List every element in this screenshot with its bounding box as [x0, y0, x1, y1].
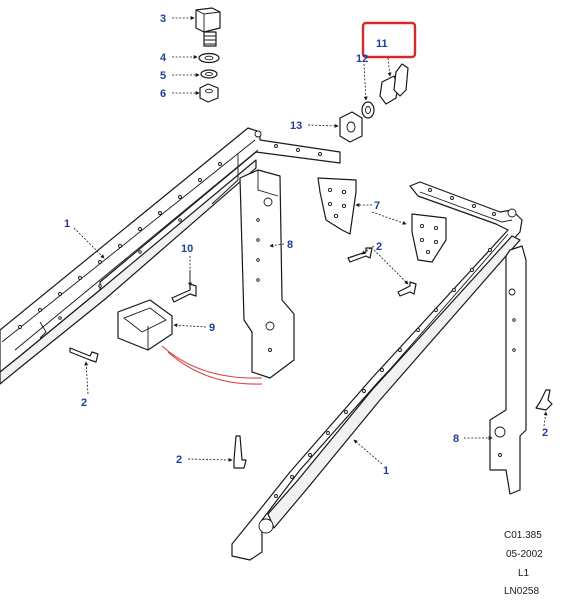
callout-8-right: 8 — [453, 433, 459, 445]
callout-11: 11 — [376, 38, 388, 50]
drawing-ref: C01.385 — [504, 530, 542, 541]
callout-4: 4 — [160, 52, 167, 64]
latch-assembly — [339, 63, 409, 143]
stud-bolt — [171, 283, 197, 303]
right-upright-bracket — [489, 245, 527, 495]
mounting-block — [117, 299, 263, 385]
callout-2-left: 2 — [81, 397, 87, 409]
drawing-reference: C01.385 05-2002 L1 LN0258 — [504, 530, 543, 597]
callout-2-right: 2 — [542, 427, 548, 439]
leader-lines — [73, 16, 548, 465]
left-upright-bracket — [239, 169, 295, 379]
drawing-code: LN0258 — [504, 586, 539, 597]
callout-8-left: 8 — [287, 239, 293, 251]
callout-5: 5 — [160, 70, 166, 82]
rivet-fasteners — [69, 247, 553, 469]
callout-10: 10 — [181, 243, 193, 255]
drawing-date: 05-2002 — [506, 549, 543, 560]
callout-13: 13 — [290, 120, 302, 132]
callout-12: 12 — [356, 53, 368, 65]
callout-1-left: 1 — [64, 218, 70, 230]
angle-plate-right — [411, 213, 447, 263]
callout-6: 6 — [160, 88, 166, 100]
callout-labels: 3 4 5 6 11 12 13 1 8 7 2 10 9 2 2 8 2 1 — [64, 13, 548, 477]
callout-9: 9 — [209, 322, 215, 334]
highlight-box — [361, 21, 417, 59]
bolt-stack — [195, 7, 221, 103]
left-chassis-rail — [0, 127, 341, 385]
callout-3: 3 — [160, 13, 166, 25]
callout-2-center: 2 — [376, 241, 382, 253]
drawing-level: L1 — [518, 568, 530, 579]
angle-plate-left — [317, 177, 357, 235]
callout-2-bottom: 2 — [176, 454, 182, 466]
callout-1-right: 1 — [383, 465, 389, 477]
right-chassis-rail — [231, 181, 523, 561]
hose-line — [161, 345, 263, 379]
callout-7: 7 — [374, 200, 380, 212]
